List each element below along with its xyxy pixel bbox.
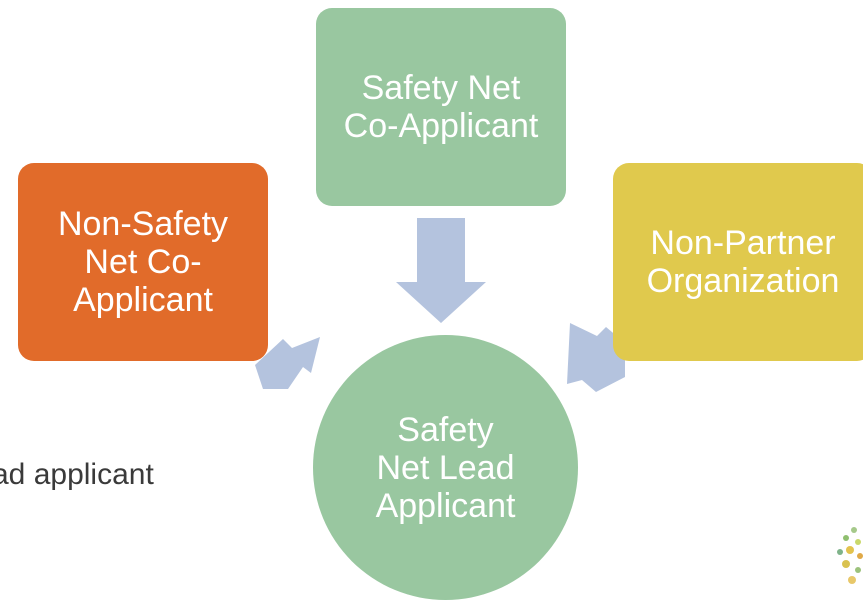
node-label: Non-Safety Net Co- Applicant: [57, 205, 229, 319]
arrow-from-left: [255, 337, 320, 389]
arrow-down: [396, 218, 486, 323]
node-non-safety-net-co-applicant: Non-Safety Net Co- Applicant: [18, 163, 268, 361]
node-label: Safety Net Lead Applicant: [375, 410, 516, 525]
arrow-from-right: [567, 323, 625, 392]
node-safety-net-co-applicant: Safety Net Co-Applicant: [316, 8, 566, 206]
leaf-logo-icon: [837, 527, 863, 584]
node-safety-net-lead-applicant: Safety Net Lead Applicant: [313, 335, 578, 600]
node-label: Safety Net Co-Applicant: [343, 69, 539, 145]
background-partial-text: ad applicant: [0, 458, 154, 491]
node-non-partner-organization: Non-Partner Organization: [613, 163, 863, 361]
node-label: Non-Partner Organization: [646, 224, 840, 300]
